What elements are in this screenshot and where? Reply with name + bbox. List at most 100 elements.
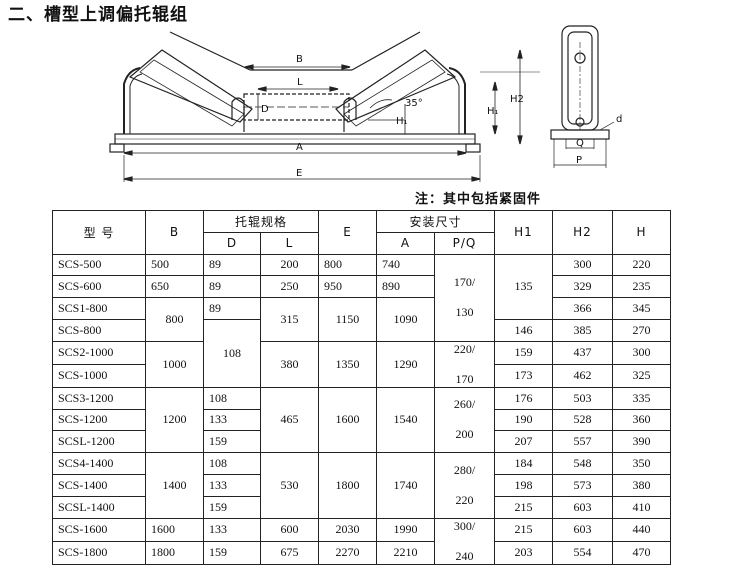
cell-h: 380 xyxy=(612,473,671,497)
cell-model: SCS-1600 xyxy=(52,517,146,542)
header-pq: P/Q xyxy=(434,231,495,255)
table-row: SCS4-1400 1400 108 530 1800 1740 280/220… xyxy=(52,452,671,519)
cell-e: 2030 xyxy=(318,517,377,542)
right-wing-roller xyxy=(335,49,457,123)
cell-h1: 198 xyxy=(494,473,553,497)
cell-h: 360 xyxy=(612,408,671,432)
cell-l: 600 xyxy=(260,517,319,542)
cell-d: 108 xyxy=(203,318,261,388)
cell-a: 1090 xyxy=(376,297,435,342)
table-row: SCS1-800 800 89 315 1150 1090 366 345 xyxy=(52,297,671,342)
table-row: SCS2-1000 1000 380 1350 1290 220/170 159… xyxy=(52,340,671,388)
cell-b: 800 xyxy=(145,297,204,342)
cell-h1: 159 xyxy=(494,340,553,365)
table-row: SCS-1200 133 190 528 360 xyxy=(52,408,671,432)
cell-h: 220 xyxy=(612,253,671,277)
technical-drawing: B L D 35° H₁ H₁ H2 A E d Q P xyxy=(109,25,622,182)
right-upright xyxy=(448,67,466,134)
cell-h1: 207 xyxy=(494,430,553,454)
cell-a: 740 xyxy=(376,253,435,277)
cell-model: SCS-1200 xyxy=(52,408,146,432)
pq-bottom: 220 xyxy=(455,492,474,507)
cell-model: SCS-1000 xyxy=(52,363,146,388)
dim-label-e: E xyxy=(296,168,302,179)
cell-a: 1990 xyxy=(376,517,435,542)
dim-label-p: P xyxy=(576,155,582,166)
cell-b: 1800 xyxy=(145,540,204,565)
cell-model: SCSL-1200 xyxy=(52,430,146,454)
pq-top: 260/ xyxy=(453,397,476,412)
cell-e: 1800 xyxy=(318,452,377,519)
cell-d: 133 xyxy=(203,517,261,542)
cell-model: SCS2-1000 xyxy=(52,340,146,365)
cell-model: SCS3-1200 xyxy=(52,386,146,410)
cell-d: 133 xyxy=(203,408,261,432)
cell-model: SCS4-1400 xyxy=(52,452,146,475)
table-row: SCS3-1200 1200 108 465 1600 1540 260/200… xyxy=(52,386,671,454)
cell-h2: 462 xyxy=(552,363,613,388)
table-subheader-row: D L A P/Q xyxy=(53,231,671,255)
table-row: SCS-1600 1600 133 600 2030 1990 300/240 … xyxy=(52,517,671,565)
pq-top: 280/ xyxy=(453,462,476,477)
header-h2: H2 xyxy=(552,210,613,255)
header-l: L xyxy=(260,231,319,255)
table-row: SCS-1800 1800 159 675 2270 2210 203 554 … xyxy=(52,540,671,565)
cell-h2: 385 xyxy=(552,318,613,342)
cell-h: 440 xyxy=(612,517,671,542)
dim-label-d: D xyxy=(261,104,269,115)
pq-top: 170/ xyxy=(453,275,476,290)
cell-h2: 366 xyxy=(552,297,613,320)
dim-label-a: A xyxy=(296,142,303,153)
cell-d: 108 xyxy=(203,452,261,475)
pq-top: 220/ xyxy=(453,341,476,356)
dim-label-d-small: d xyxy=(616,114,622,125)
cell-l: 675 xyxy=(260,540,319,565)
cell-h1: 190 xyxy=(494,408,553,432)
table-row: SCS-1400 133 198 573 380 xyxy=(52,473,671,497)
cell-d: 89 xyxy=(203,253,261,277)
dim-label-h1-inner: H₁ xyxy=(396,116,408,127)
dim-label-l: L xyxy=(297,77,303,88)
header-install-size: 安装尺寸 xyxy=(376,210,495,233)
cell-h2: 503 xyxy=(552,386,613,410)
cell-h1: 215 xyxy=(494,517,553,542)
cell-h2: 329 xyxy=(552,275,613,299)
cell-h2: 437 xyxy=(552,340,613,365)
cell-h1: 184 xyxy=(494,452,553,475)
cell-pq: 170/130 xyxy=(434,253,495,342)
cell-model: SCS-800 xyxy=(52,318,146,342)
cell-e: 1150 xyxy=(318,297,377,342)
cell-h1: 173 xyxy=(494,363,553,388)
cell-l: 200 xyxy=(260,253,319,277)
cell-h: 350 xyxy=(612,452,671,475)
pq-bottom: 170 xyxy=(455,371,474,386)
header-e: E xyxy=(318,210,377,255)
cell-a: 1740 xyxy=(376,452,435,519)
cell-h: 325 xyxy=(612,363,671,388)
cell-b: 650 xyxy=(145,275,204,299)
cell-l: 250 xyxy=(260,275,319,299)
cell-e: 1600 xyxy=(318,386,377,454)
cell-h2: 554 xyxy=(552,540,613,565)
cell-model: SCS-600 xyxy=(52,275,146,299)
dim-label-b: B xyxy=(296,54,303,65)
header-h1: H1 xyxy=(494,210,553,255)
table-header-row: 型 号 B 托辊规格 E 安装尺寸 H1 H2 H xyxy=(52,210,671,255)
spec-table: 型 号 B 托辊规格 E 安装尺寸 H1 H2 H D L A P/Q SCS-… xyxy=(52,210,671,565)
cell-h: 410 xyxy=(612,495,671,519)
cell-d: 89 xyxy=(203,297,261,320)
cell-l: 530 xyxy=(260,452,319,519)
note-text: 注：其中包括紧固件 xyxy=(415,192,542,207)
dim-label-h1: H₁ xyxy=(487,106,499,117)
cell-e: 800 xyxy=(318,253,377,277)
cell-d: 159 xyxy=(203,495,261,519)
cell-h2: 528 xyxy=(552,408,613,432)
cell-h: 335 xyxy=(612,386,671,410)
cell-h2: 573 xyxy=(552,473,613,497)
cell-pq: 260/200 xyxy=(434,386,495,454)
cell-e: 2270 xyxy=(318,540,377,565)
cell-h1: 203 xyxy=(494,540,553,565)
table-row: SCS-1000 173 462 325 xyxy=(52,363,671,388)
cell-h2: 548 xyxy=(552,452,613,475)
cell-b: 500 xyxy=(145,253,204,277)
